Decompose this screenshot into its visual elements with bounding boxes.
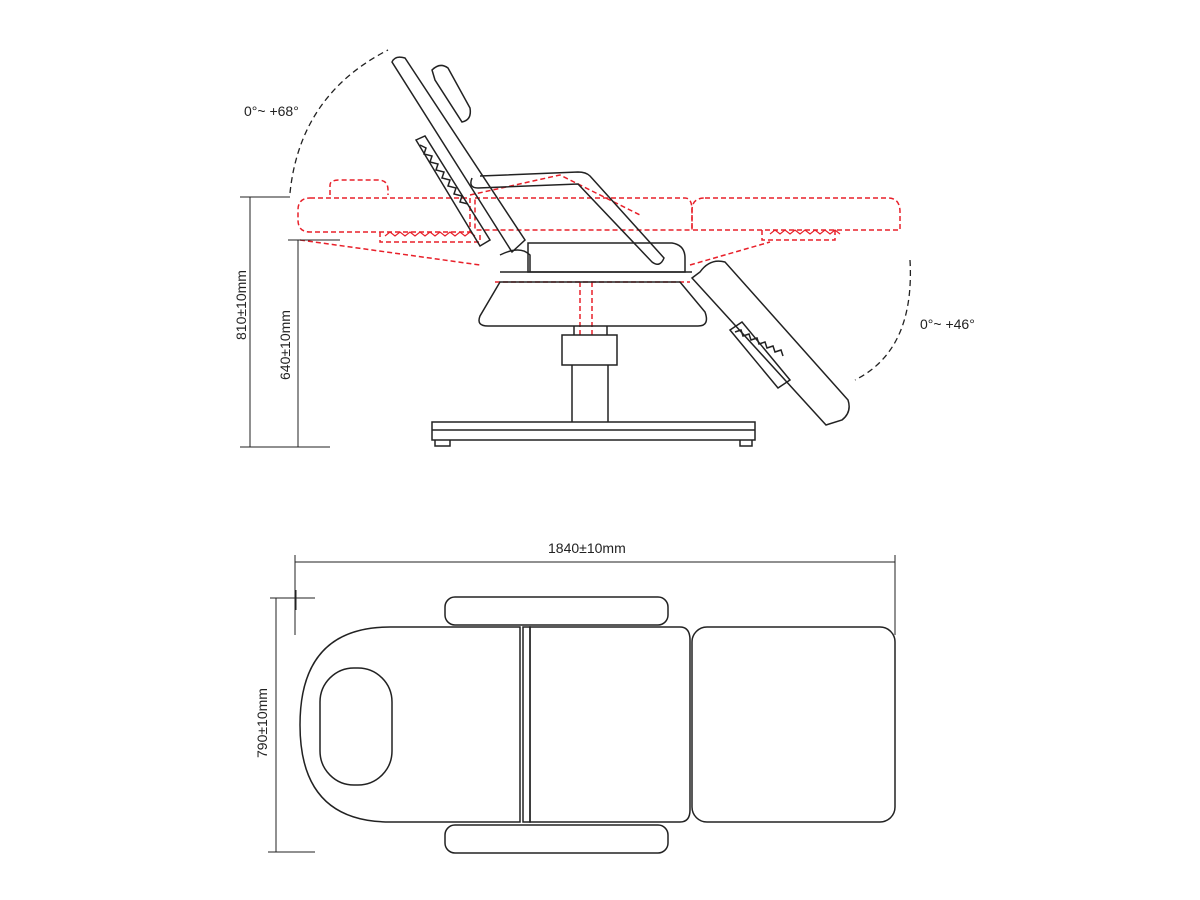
seat [527,242,686,273]
seat-base [478,281,708,327]
face-hole [319,667,393,786]
height-dimensions [240,196,340,448]
base-plate [431,421,756,441]
legrest [690,260,850,426]
column [561,326,618,422]
left-armrest [444,596,669,626]
top-dimensions [268,555,896,853]
backrest [391,56,526,254]
min-height-label: 640±10mm [277,310,293,380]
legrest-actuator [728,321,792,389]
right-armrest [444,824,669,854]
length-label: 1840±10mm [548,540,626,556]
legrest-angle-label: 0°~ +46° [920,316,975,332]
chair-side-view [391,56,850,447]
backrest-actuator [414,135,492,248]
chair-top-view [299,596,896,854]
headrest [431,64,472,123]
head-section [299,626,521,823]
center-divider [522,626,531,823]
backrest-angle-label: 0°~ +68° [244,103,299,119]
leg-section [691,626,896,823]
flat-actuators [384,229,841,237]
flat-position-outline [297,174,901,335]
angle-arcs [289,49,912,381]
seat-section [529,626,691,823]
max-height-label: 810±10mm [233,270,249,340]
armrest [470,171,665,265]
width-label: 790±10mm [254,688,270,758]
feet [434,440,753,447]
